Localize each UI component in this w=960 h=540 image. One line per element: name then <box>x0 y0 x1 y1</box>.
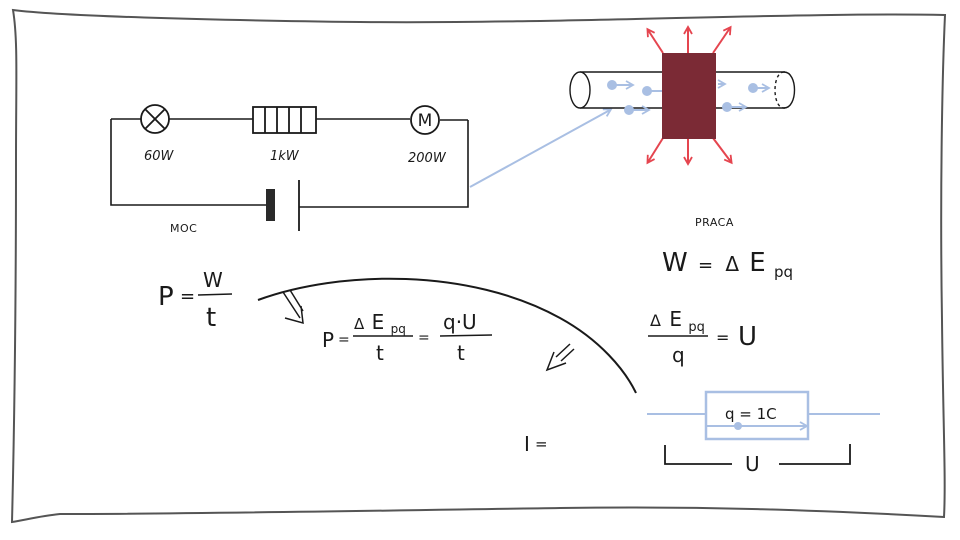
p2-lhs: P <box>322 328 334 352</box>
wire-top <box>111 118 468 121</box>
eq2-rhs: U <box>738 322 757 352</box>
p2-equals-2: = <box>418 330 430 346</box>
eq1-energy: E <box>749 248 765 278</box>
current-section: I = <box>524 432 548 456</box>
implies-arrow-1 <box>282 289 304 325</box>
eq2-equals: = <box>716 328 729 347</box>
p2-numerator: Δ E pq <box>354 310 406 336</box>
charge-box <box>704 390 810 441</box>
current-lhs: I <box>524 432 530 456</box>
p2-denominator: t <box>376 341 384 365</box>
p-denominator: t <box>206 303 216 333</box>
wire-right <box>299 120 469 208</box>
lamp-label: 60W <box>144 149 175 164</box>
board-frame <box>10 8 947 524</box>
work-section-label: PRACA <box>695 216 734 229</box>
derivation-curve <box>257 277 637 394</box>
motor-label: 200W <box>408 151 447 166</box>
eq2-subscript: pq <box>688 320 705 335</box>
charge-box-label: q = 1C <box>725 405 777 423</box>
resistor-block <box>662 53 716 139</box>
p2-numerator-2: q·U <box>443 310 477 334</box>
charge-carriers <box>607 79 771 115</box>
p-lhs: P <box>158 282 174 312</box>
motor-icon: M <box>410 105 440 135</box>
wire-left <box>110 119 266 206</box>
voltage-label: U <box>745 452 760 476</box>
eq1-lhs: W <box>662 248 688 278</box>
implies-arrow-2 <box>545 343 575 372</box>
current-equals: = <box>535 435 548 453</box>
motor-symbol: M <box>418 111 433 131</box>
eq2-denominator: q <box>672 343 685 367</box>
work-section: PRACA W = Δ E pq Δ E pq q = U <box>648 216 793 367</box>
circuit-diagram <box>110 118 469 208</box>
heat-arrows <box>646 25 733 166</box>
connector-line <box>469 108 613 188</box>
lamp-icon <box>140 104 170 134</box>
work-equation: W = Δ E pq <box>662 248 793 281</box>
power-section-label: MOC <box>170 222 197 235</box>
charge-dot <box>734 422 742 430</box>
eq2-energy: E <box>669 307 682 331</box>
p-equals: = <box>180 286 195 307</box>
p2-fraction-bar-2 <box>439 334 493 337</box>
charge-box-diagram: q = 1C U <box>647 390 880 476</box>
eq1-equals: = <box>698 255 713 276</box>
voltage-bracket <box>664 444 851 465</box>
eq1-delta: Δ <box>725 252 739 276</box>
p2-denominator-2: t <box>457 341 465 365</box>
battery-icon <box>266 180 300 231</box>
power-section: P = W t P = Δ E pq t = q·U t <box>158 268 637 394</box>
eq2-delta: Δ <box>650 311 661 330</box>
p2-energy: E <box>372 310 385 334</box>
p-numerator: W <box>203 268 223 292</box>
eq1-subscript: pq <box>774 263 793 281</box>
p2-equals: = <box>338 332 350 348</box>
p2-subscript: pq <box>391 322 406 336</box>
heater-label: 1kW <box>270 149 300 164</box>
heater-icon <box>252 106 317 134</box>
eq2-numerator: Δ E pq <box>650 307 705 335</box>
p2-delta: Δ <box>354 315 365 333</box>
p-fraction-bar <box>197 293 233 296</box>
conductor-tube <box>569 25 796 166</box>
